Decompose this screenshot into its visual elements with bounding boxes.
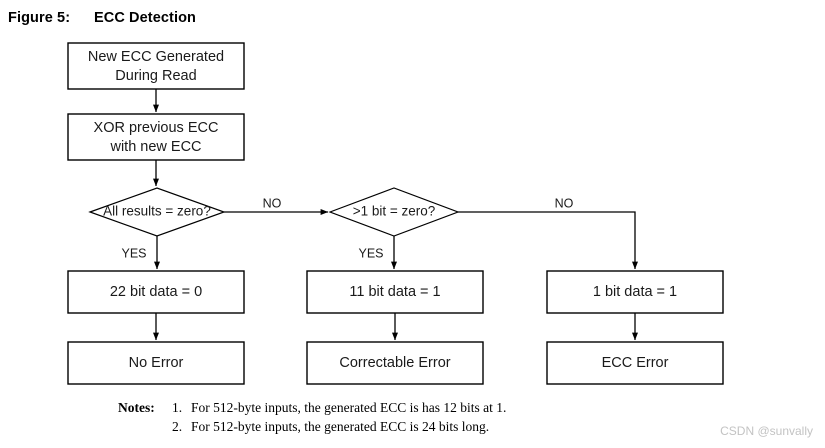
node-ecc-error <box>546 341 724 385</box>
decision-more-than-one-bit-zero-label: >1 bit = zero? <box>353 204 436 219</box>
notes-row: 2. For 512-byte inputs, the generated EC… <box>118 417 506 436</box>
note-number: 2. <box>172 419 183 435</box>
node-new-ecc-generated-line2: During Read <box>115 68 196 84</box>
node-22-bit-data-label: 22 bit data = 0 <box>110 284 202 300</box>
node-correctable-error <box>306 341 484 385</box>
node-11-bit-data <box>306 270 484 314</box>
note-text: For 512-byte inputs, the generated ECC i… <box>191 400 507 415</box>
notes-heading: Notes: <box>118 400 155 415</box>
note-number: 1. <box>172 400 183 415</box>
decision-all-results-zero-label: All results = zero? <box>103 204 211 219</box>
node-1-bit-data-label: 1 bit data = 1 <box>593 284 677 300</box>
edge-label-decision2-yes: YES <box>358 246 383 260</box>
figure-caption: Figure 5: ECC Detection <box>8 10 196 26</box>
note-text: For 512-byte inputs, the generated ECC i… <box>191 419 490 435</box>
node-11-bit-data-label: 11 bit data = 1 <box>349 284 440 300</box>
node-xor-ecc-line1: XOR previous ECC <box>94 120 219 136</box>
watermark: CSDN @sunvally <box>720 424 813 438</box>
node-xor-ecc-line2: with new ECC <box>109 139 201 155</box>
node-no-error-label: No Error <box>129 355 184 371</box>
notes-row: Notes: 1. For 512-byte inputs, the gener… <box>118 398 506 417</box>
edge-label-decision2-no: NO <box>555 196 574 210</box>
node-ecc-error-label: ECC Error <box>602 355 669 371</box>
figure-label: Figure 5: <box>8 10 71 26</box>
node-correctable-error-label: Correctable Error <box>339 355 450 371</box>
node-no-error <box>67 341 245 385</box>
edge-decision2-no-to-result3 <box>458 211 639 270</box>
figure-title: ECC Detection <box>94 10 197 26</box>
node-xor-ecc <box>67 113 245 161</box>
edge-label-decision1-no: NO <box>263 196 282 210</box>
node-new-ecc-generated <box>67 42 245 90</box>
edge-label-decision1-yes: YES <box>121 246 146 260</box>
node-new-ecc-generated-line1: New ECC Generated <box>88 49 224 65</box>
notes-block: Notes: 1. For 512-byte inputs, the gener… <box>118 398 506 436</box>
